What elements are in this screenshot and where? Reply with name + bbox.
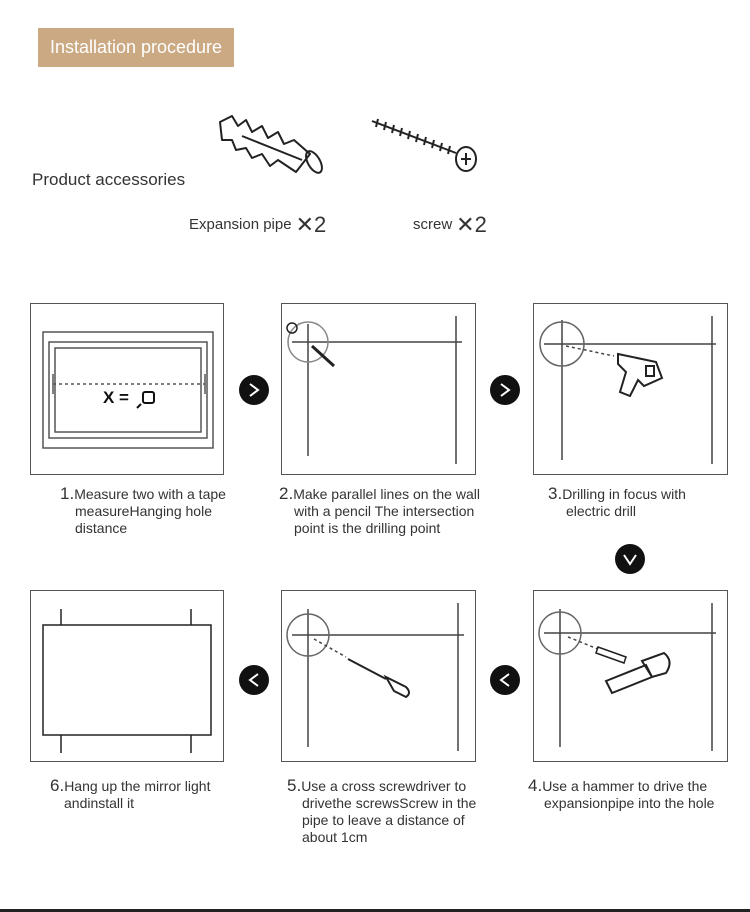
step-text: drivethe screwsScrew in the [302, 795, 477, 811]
step-number: 3. [548, 484, 563, 503]
step-2-caption: 2.Make parallel lines on the wall with a… [279, 485, 509, 537]
step-number: 1. [60, 484, 75, 503]
expansion-pipe-icon [212, 112, 327, 184]
bottom-divider [0, 909, 750, 912]
step-number: 2. [279, 484, 294, 503]
next-step-arrow [490, 375, 520, 405]
accessories-title: Product accessories [32, 170, 186, 189]
step-5-caption: 5.Use a cross screwdriver to drivethe sc… [287, 777, 507, 846]
step-number: 5. [287, 776, 302, 795]
step-1-caption: 1.Measure two with a tape measureHanging… [60, 485, 250, 537]
measure-formula: X = [103, 388, 129, 407]
accessory-name: Expansion pipe [189, 216, 292, 233]
step-text: pipe to leave a distance of [302, 812, 465, 828]
step-text: Hang up the mirror light [64, 778, 211, 794]
section-title: Installation procedure [38, 28, 234, 67]
tape-measure-icon [136, 391, 155, 409]
pencil-icon [310, 344, 336, 368]
step-6-caption: 6.Hang up the mirror light andinstall it [50, 777, 250, 812]
next-step-arrow [615, 544, 645, 574]
next-step-arrow [239, 375, 269, 405]
drill-icon [617, 352, 664, 398]
accessory-qty: ✕2 [295, 212, 327, 237]
step-text: measureHanging hole [75, 503, 212, 519]
step-1-panel: X = [30, 303, 224, 475]
step-text: Use a hammer to drive the [542, 778, 708, 794]
expansion-pipe-label: Expansion pipe✕2 [189, 212, 326, 238]
step-4-caption: 4.Use a hammer to drive the expansionpip… [528, 777, 743, 812]
step-text: point is the drilling point [294, 520, 441, 536]
expansion-pipe-small-icon [595, 646, 627, 664]
step-text: with a pencil The intersection [294, 503, 475, 519]
screw-label: screw✕2 [413, 212, 487, 238]
next-step-arrow [490, 665, 520, 695]
screwdriver-icon [347, 658, 410, 699]
step-2-panel [281, 303, 476, 475]
step-5-panel [281, 590, 476, 762]
step-text: distance [75, 520, 128, 536]
step-text: expansionpipe into the hole [544, 795, 715, 811]
step-text: Make parallel lines on the wall [293, 486, 480, 502]
step-text: Drilling in focus with [562, 486, 686, 502]
step-number: 6. [50, 776, 65, 795]
step-text: Use a cross screwdriver to [301, 778, 467, 794]
step-3-caption: 3.Drilling in focus with electric drill [548, 485, 738, 520]
step-text: electric drill [566, 503, 637, 519]
accessory-name: screw [413, 216, 453, 233]
step-text: about 1cm [302, 829, 368, 845]
step-number: 4. [528, 776, 543, 795]
screw-icon [368, 115, 486, 179]
step-4-panel [533, 590, 728, 762]
hammer-icon [604, 651, 671, 695]
step-text: Measure two with a tape [74, 486, 226, 502]
next-step-arrow [239, 665, 269, 695]
step-text: andinstall it [64, 795, 135, 811]
accessory-qty: ✕2 [456, 212, 487, 237]
step-3-panel [533, 303, 728, 475]
step-6-panel [30, 590, 224, 762]
